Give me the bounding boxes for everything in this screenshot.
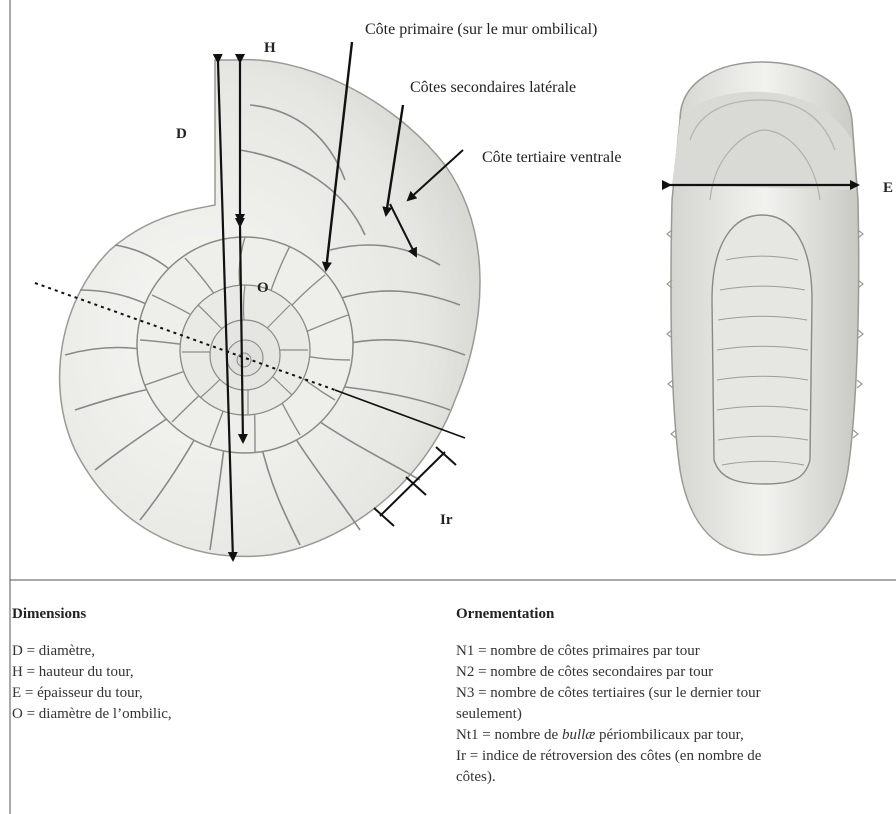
label-h: H (264, 40, 276, 56)
dimension-item-e: E = épaisseur du tour, (12, 683, 412, 704)
dimension-item-d: D = diamètre, (12, 641, 412, 662)
label-d: D (176, 126, 187, 142)
label-ir: Ir (440, 512, 453, 528)
ornament-item-nt1: Nt1 = nombre de bullæ périombilicaux par… (456, 725, 791, 746)
ornamentation-legend: Ornementation N1 = nombre de côtes prima… (456, 604, 791, 788)
ammonite-lateral-view (60, 60, 480, 557)
ornament-item-ir: Ir = indice de rétroversion des côtes (e… (456, 746, 791, 788)
nt1-text-end: périombilicaux par tour, (595, 727, 744, 743)
label-secondary-ribs: Côtes secondaires latérale (410, 79, 576, 96)
ammonite-ventral-view (667, 62, 863, 555)
dimension-item-o: O = diamètre de l’ombilic, (12, 704, 412, 725)
dimensions-legend: Dimensions D = diamètre, H = hauteur du … (12, 604, 412, 725)
label-o: O (257, 280, 269, 296)
label-e: E (883, 180, 893, 196)
ornament-item-n1: N1 = nombre de côtes primaires par tour (456, 641, 791, 662)
dimensions-title: Dimensions (12, 604, 412, 625)
nt1-italic-term: bullæ (562, 727, 595, 743)
ornament-item-n2: N2 = nombre de côtes secondaires par tou… (456, 662, 791, 683)
label-primary-rib: Côte primaire (sur le mur ombilical) (365, 21, 597, 38)
ornamentation-title: Ornementation (456, 604, 791, 625)
dimension-item-h: H = hauteur du tour, (12, 662, 412, 683)
ornament-item-n3: N3 = nombre de côtes tertiaires (sur le … (456, 683, 791, 725)
nt1-text-start: Nt1 = nombre de (456, 727, 562, 743)
label-tertiary-rib: Côte tertiaire ventrale (482, 149, 621, 166)
